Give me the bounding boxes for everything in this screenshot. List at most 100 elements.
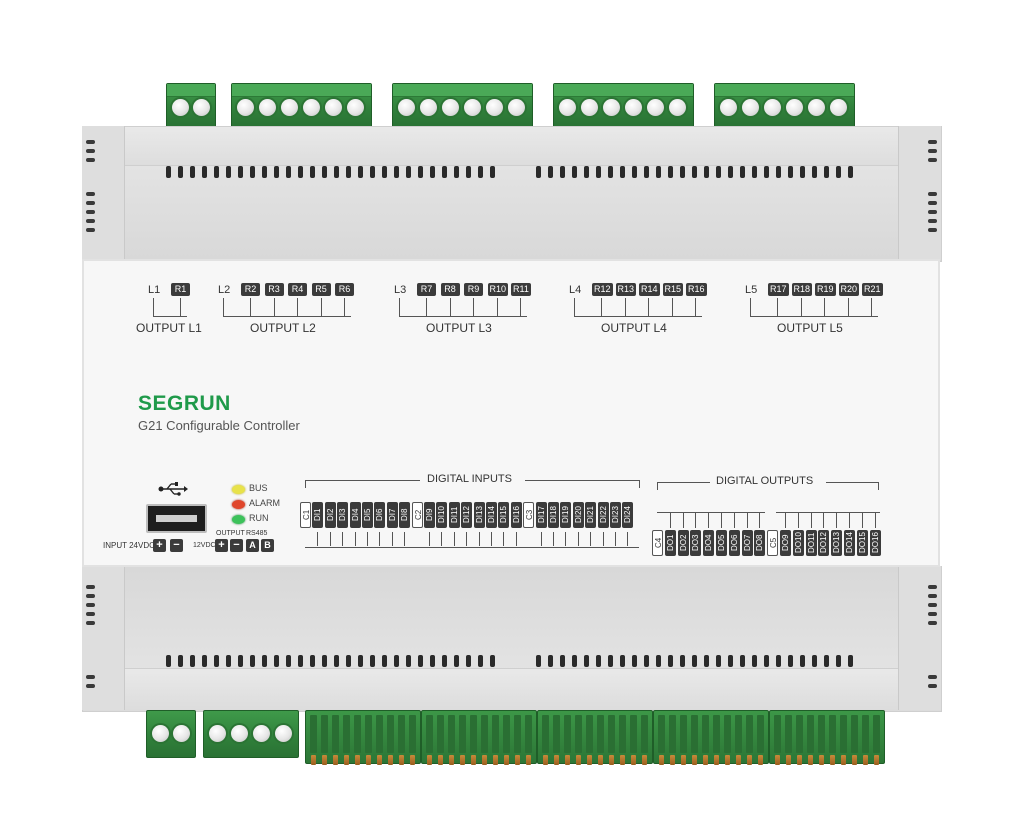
digital-output-do4: DO4 xyxy=(703,530,715,556)
digital-output-contact xyxy=(669,512,671,528)
plug-pin xyxy=(515,755,520,765)
plug-rib xyxy=(641,715,648,753)
digital-output-contact xyxy=(810,512,812,528)
plug-rib xyxy=(862,715,869,753)
digital-input-arrow xyxy=(553,532,554,546)
housing-upper-tier xyxy=(82,165,942,262)
output-voltage-label: 12VDC xyxy=(193,542,216,549)
plug-rib xyxy=(680,715,687,753)
digital-output-do16: DO16 xyxy=(869,530,881,556)
relay-tag-r20: R20 xyxy=(838,283,860,296)
plug-rib xyxy=(702,715,709,753)
plug-rib xyxy=(658,715,665,753)
digital-inputs-bus-line xyxy=(305,547,639,548)
plug-pin xyxy=(852,755,857,765)
side-vents-bottom-right xyxy=(928,585,940,700)
bottom-vent-slots-right xyxy=(536,655,861,669)
digital-input-di1: DI1 xyxy=(312,502,324,528)
digital-output-contact xyxy=(836,512,838,528)
plug-pin xyxy=(631,755,636,765)
rs485-b-terminal: B xyxy=(261,539,274,552)
plug-rib xyxy=(514,715,521,753)
plug-rib xyxy=(448,715,455,753)
relay-tag-r21: R21 xyxy=(862,283,883,296)
relay-tag-r13: R13 xyxy=(615,283,637,296)
digital-output-c4: C4 xyxy=(652,530,663,556)
plug-rib xyxy=(343,715,350,753)
plug-rib xyxy=(564,715,571,753)
relay-tag-r8: R8 xyxy=(440,283,460,296)
digital-input-di15: DI15 xyxy=(498,502,510,528)
top-vent-slots-left xyxy=(166,166,496,180)
digital-input-arrow xyxy=(627,532,629,546)
digital-outputs-bus-line-b xyxy=(776,512,880,513)
digital-outputs-title: DIGITAL OUTPUTS xyxy=(716,475,814,487)
terminal-plug-bottom xyxy=(653,710,769,765)
digital-output-contact xyxy=(721,512,722,528)
relay-contact-line xyxy=(273,298,275,316)
terminal-block-bottom-power xyxy=(146,710,196,758)
plug-rib xyxy=(525,715,532,753)
plug-pin xyxy=(344,755,349,765)
plug-pin xyxy=(692,755,697,765)
plug-rib xyxy=(691,715,698,753)
relay-contact-line xyxy=(601,298,602,316)
plug-rib xyxy=(807,715,814,753)
digital-input-di3: DI3 xyxy=(337,502,349,528)
relay-contact-line xyxy=(847,298,849,316)
digital-input-arrow xyxy=(342,532,344,546)
digital-output-do12: DO12 xyxy=(818,530,830,556)
digital-input-arrow xyxy=(329,532,331,546)
plug-rib xyxy=(332,715,339,753)
plug-rib xyxy=(608,715,615,753)
digital-input-c3: C3 xyxy=(523,502,535,528)
relay-bus-line xyxy=(153,316,187,317)
digital-output-do7: DO7 xyxy=(741,530,753,556)
plug-rib xyxy=(459,715,466,753)
digital-inputs-bracket-left xyxy=(305,480,420,481)
digital-input-di4: DI4 xyxy=(349,502,361,528)
terminal-plug-bottom xyxy=(769,710,885,765)
relay-bus-line xyxy=(399,316,527,317)
digital-input-arrow xyxy=(540,532,542,546)
plug-pin xyxy=(554,755,559,765)
relay-common-line xyxy=(223,298,224,316)
plug-pin xyxy=(399,755,404,765)
terminal-block-bottom-rs485 xyxy=(203,710,299,758)
relay-contact-line xyxy=(320,298,322,316)
plug-pin xyxy=(449,755,454,765)
digital-input-di13: DI13 xyxy=(473,502,485,528)
relay-group-label: OUTPUT L1 xyxy=(136,321,202,335)
model-name: G21 Configurable Controller xyxy=(138,418,300,433)
plug-pin xyxy=(786,755,791,765)
relay-common-label: L4 xyxy=(569,284,582,296)
plug-rib xyxy=(503,715,510,753)
relay-contact-line xyxy=(777,298,778,316)
plug-rib xyxy=(310,715,317,753)
output-minus-terminal: − xyxy=(230,539,243,552)
relay-tag-r18: R18 xyxy=(791,283,813,296)
plug-pin xyxy=(493,755,498,765)
digital-input-arrow xyxy=(429,532,430,546)
plug-rib xyxy=(873,715,880,753)
digital-input-di10: DI10 xyxy=(436,502,448,528)
digital-output-do13: DO13 xyxy=(831,530,843,556)
digital-input-arrow xyxy=(354,532,356,546)
terminal-block-top-2 xyxy=(231,83,372,128)
relay-contact-line xyxy=(520,298,521,316)
terminal-block-top-5 xyxy=(714,83,855,128)
digital-input-c1: C1 xyxy=(300,502,311,528)
digital-output-contact xyxy=(695,512,697,528)
plug-rib xyxy=(840,715,847,753)
relay-tag-r11: R11 xyxy=(511,283,531,296)
relay-tag-r4: R4 xyxy=(288,283,307,296)
usb-port[interactable] xyxy=(146,504,207,533)
plug-pin xyxy=(808,755,813,765)
plug-rib xyxy=(365,715,372,753)
usb-icon xyxy=(158,482,188,496)
relay-tag-r10: R10 xyxy=(487,283,509,296)
digital-outputs-bus-line-a xyxy=(657,512,765,513)
digital-input-arrow xyxy=(391,532,393,546)
plug-pin xyxy=(333,755,338,765)
plug-pin xyxy=(725,755,730,765)
